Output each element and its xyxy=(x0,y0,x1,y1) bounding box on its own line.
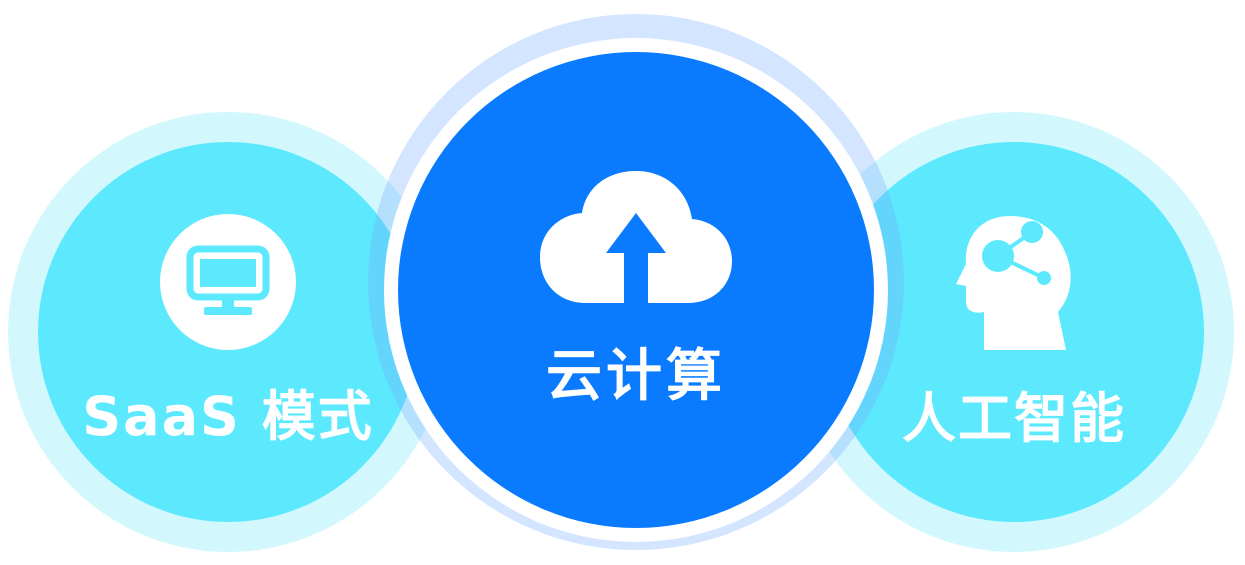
cloud-circle-ring: 云计算 xyxy=(384,38,888,542)
cloud-circle: 云计算 xyxy=(398,52,874,528)
ai-circle: 人工智能 xyxy=(824,142,1204,522)
monitor-icon xyxy=(186,245,270,315)
cloud-label: 云计算 xyxy=(546,343,726,409)
saas-label: SaaS 模式 xyxy=(82,384,374,448)
saas-circle: SaaS 模式 xyxy=(38,142,418,522)
ai-head-icon xyxy=(956,215,1071,350)
cloud-upload-icon xyxy=(540,170,732,303)
ai-label: 人工智能 xyxy=(902,386,1126,450)
monitor-icon-badge xyxy=(160,213,296,350)
